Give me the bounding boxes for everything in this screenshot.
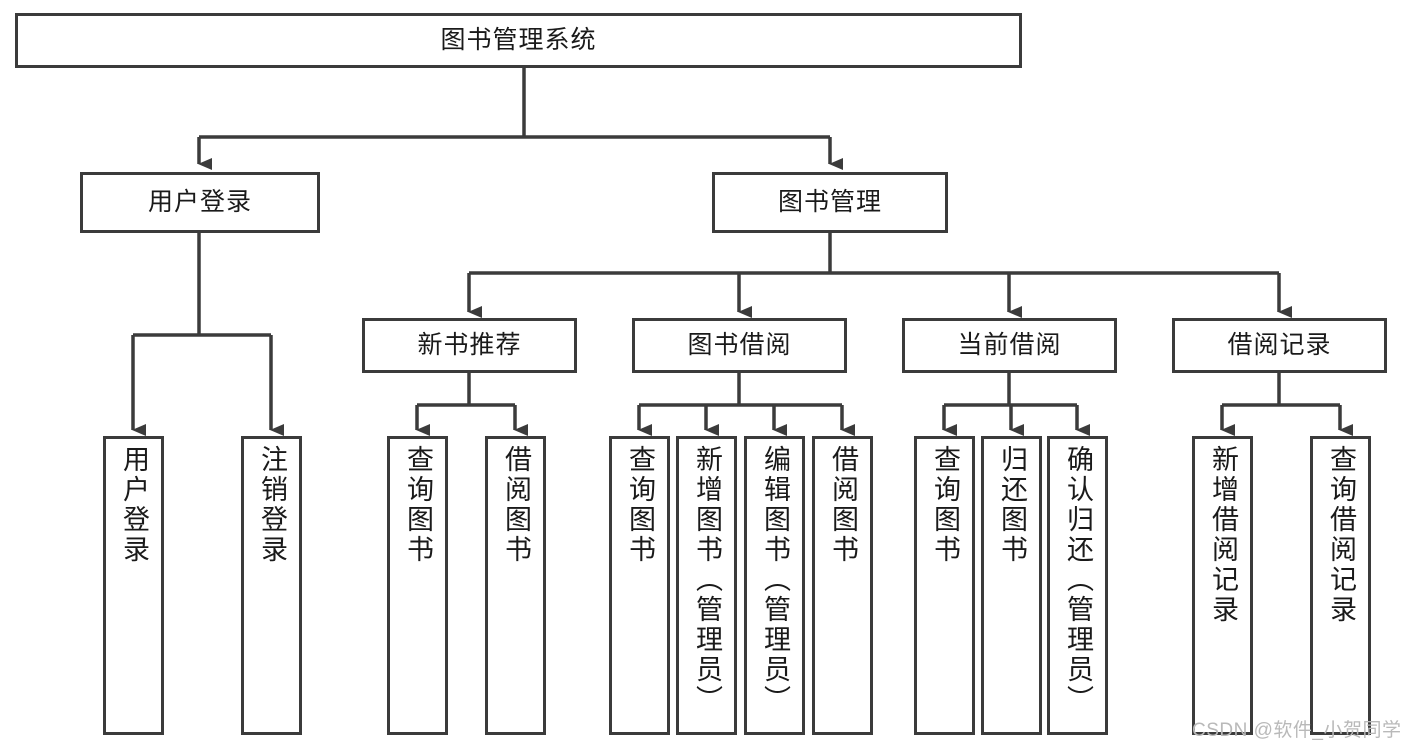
node-leaf-edit-book-admin[interactable]: 编辑图书（管理员） (744, 436, 805, 735)
node-leaf-add-book-admin-label: 新增图书（管理员） (692, 445, 722, 715)
node-leaf-query-book-recommend-label: 查询图书 (403, 445, 433, 565)
node-leaf-borrow-book-recommend[interactable]: 借阅图书 (485, 436, 546, 735)
node-book-borrow-label: 图书借阅 (687, 330, 792, 359)
node-leaf-return-book-label: 归还图书 (997, 445, 1027, 565)
node-book-borrow[interactable]: 图书借阅 (632, 318, 847, 373)
node-borrow-record[interactable]: 借阅记录 (1172, 318, 1387, 373)
node-leaf-add-borrow-record-label: 新增借阅记录 (1208, 445, 1238, 625)
node-leaf-return-book[interactable]: 归还图书 (981, 436, 1042, 735)
node-leaf-borrow-book-recommend-label: 借阅图书 (501, 445, 531, 565)
node-leaf-user-login-label: 用户登录 (119, 445, 149, 565)
node-borrow-record-label: 借阅记录 (1227, 330, 1332, 359)
node-leaf-logout[interactable]: 注销登录 (241, 436, 302, 735)
node-leaf-add-borrow-record[interactable]: 新增借阅记录 (1192, 436, 1253, 735)
node-leaf-confirm-return-admin[interactable]: 确认归还（管理员） (1047, 436, 1108, 735)
node-leaf-confirm-return-admin-label: 确认归还（管理员） (1063, 445, 1093, 715)
node-new-book-recommend[interactable]: 新书推荐 (362, 318, 577, 373)
node-leaf-query-book-current-label: 查询图书 (930, 445, 960, 565)
node-user-login[interactable]: 用户登录 (80, 172, 320, 233)
node-leaf-add-book-admin[interactable]: 新增图书（管理员） (676, 436, 737, 735)
node-leaf-query-book-borrow[interactable]: 查询图书 (609, 436, 670, 735)
node-root-system[interactable]: 图书管理系统 (15, 13, 1022, 68)
node-new-book-recommend-label: 新书推荐 (417, 330, 522, 359)
node-leaf-query-book-borrow-label: 查询图书 (625, 445, 655, 565)
node-leaf-query-borrow-record[interactable]: 查询借阅记录 (1310, 436, 1371, 735)
node-book-management[interactable]: 图书管理 (712, 172, 948, 233)
node-leaf-edit-book-admin-label: 编辑图书（管理员） (760, 445, 790, 715)
node-current-borrow-label: 当前借阅 (957, 330, 1062, 359)
node-leaf-query-book-recommend[interactable]: 查询图书 (387, 436, 448, 735)
node-current-borrow[interactable]: 当前借阅 (902, 318, 1117, 373)
node-leaf-logout-label: 注销登录 (257, 445, 287, 565)
node-user-login-label: 用户登录 (147, 187, 252, 216)
node-leaf-borrow-book[interactable]: 借阅图书 (812, 436, 873, 735)
node-leaf-borrow-book-label: 借阅图书 (828, 445, 858, 565)
node-leaf-query-book-current[interactable]: 查询图书 (914, 436, 975, 735)
node-book-management-label: 图书管理 (777, 187, 882, 216)
node-leaf-query-borrow-record-label: 查询借阅记录 (1326, 445, 1356, 625)
node-root-label: 图书管理系统 (440, 25, 597, 54)
node-leaf-user-login[interactable]: 用户登录 (103, 436, 164, 735)
